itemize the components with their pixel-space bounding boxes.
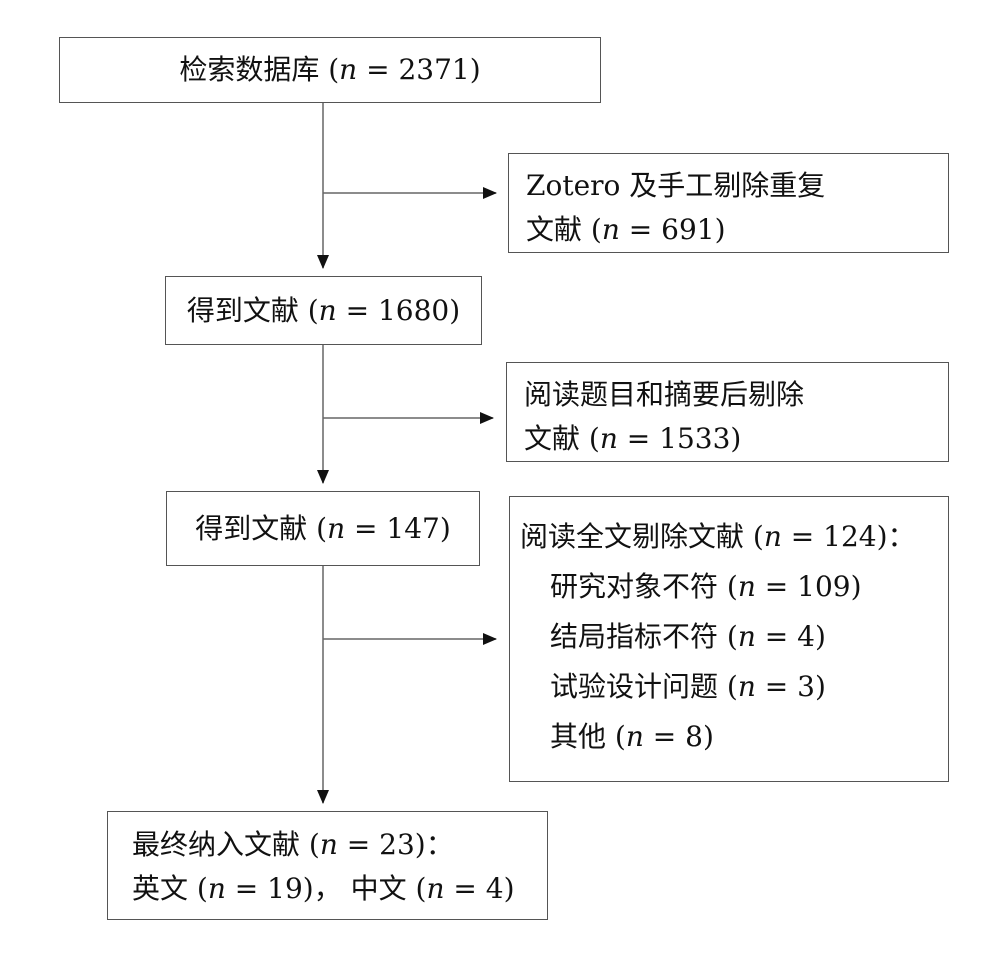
records-after-dedup-box: 得到文献 (n = 1680) — [165, 276, 482, 345]
final-included-box: 最终纳入文献 (n = 23)： 英文 (n = 19)， 中文 (n = 4) — [107, 811, 548, 920]
exclusion-reason: 试验设计问题 (n = 3) — [550, 670, 826, 703]
duplicates-removed-box: Zotero 及手工剔除重复 文献 (n = 691) — [508, 153, 949, 253]
search-databases-box: 检索数据库 (n = 2371) — [59, 37, 601, 103]
title-abstract-line-1: 阅读题目和摘要后剔除 — [524, 378, 805, 411]
exclusion-reason: 其他 (n = 8) — [550, 720, 714, 753]
records-after-screening-box: 得到文献 (n = 147) — [166, 491, 480, 566]
final-included-line-2: 英文 (n = 19)， 中文 (n = 4) — [132, 872, 515, 905]
title-abstract-line-2: 文献 (n = 1533) — [524, 422, 742, 455]
fulltext-excluded-box: 阅读全文剔除文献 (n = 124)： 研究对象不符 (n = 109) 结局指… — [509, 496, 949, 782]
duplicates-line-2: 文献 (n = 691) — [526, 213, 726, 246]
records-after-screening-label: 得到文献 (n = 147) — [195, 511, 451, 545]
duplicates-line-1: Zotero 及手工剔除重复 — [526, 169, 826, 202]
search-databases-label: 检索数据库 (n = 2371) — [179, 53, 481, 86]
records-after-dedup-label: 得到文献 (n = 1680) — [186, 293, 461, 327]
exclusion-reason: 结局指标不符 (n = 4) — [550, 620, 826, 653]
final-included-line-1: 最终纳入文献 (n = 23)： — [132, 828, 454, 861]
exclusion-reason: 研究对象不符 (n = 109) — [550, 570, 862, 603]
title-abstract-excluded-box: 阅读题目和摘要后剔除 文献 (n = 1533) — [506, 362, 949, 462]
fulltext-excluded-header: 阅读全文剔除文献 (n = 124)： — [520, 520, 916, 553]
